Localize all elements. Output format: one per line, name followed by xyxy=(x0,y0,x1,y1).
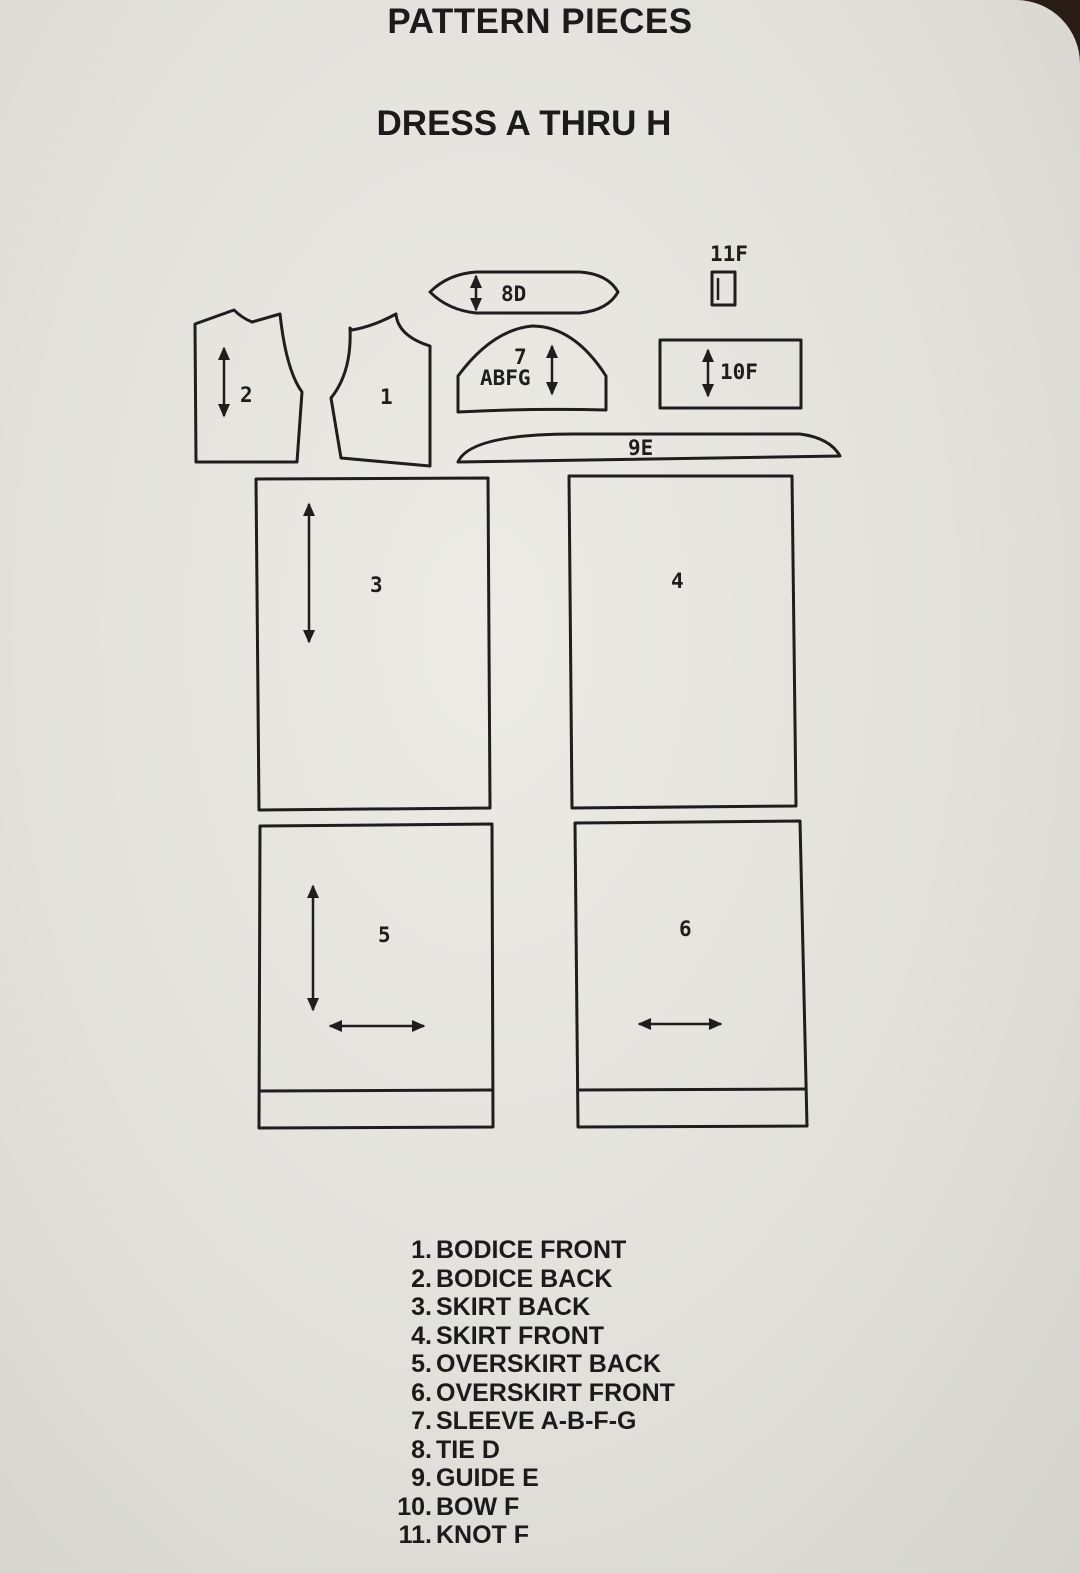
bow-piece: 10F xyxy=(658,338,803,410)
bodice-back-label: 2 xyxy=(240,383,253,407)
knot-outline xyxy=(710,270,737,307)
legend-item: 9.GUIDE E xyxy=(386,1464,675,1493)
knot-label: 11F xyxy=(710,242,748,266)
knot-piece: 11F xyxy=(710,242,748,307)
page-subtitle: DRESS A THRU H xyxy=(376,104,672,143)
overskirt-front-piece: 6 xyxy=(573,819,809,1129)
legend-item: 8.TIE D xyxy=(386,1436,675,1465)
legend-item: 10.BOW F xyxy=(386,1493,675,1522)
overskirt-front-hem-line xyxy=(577,1087,807,1092)
legend-item-text: BODICE FRONT xyxy=(436,1236,627,1264)
skirt-front-piece: 4 xyxy=(567,474,798,810)
legend-item-text: BODICE BACK xyxy=(436,1264,613,1293)
legend-item: 2.BODICE BACK xyxy=(386,1265,675,1294)
overskirt-front-label: 6 xyxy=(679,917,692,941)
sleeve-piece: 7 ABFG xyxy=(456,324,608,414)
legend-item: 11.KNOT F xyxy=(386,1521,675,1550)
legend-item-number: 9. xyxy=(411,1464,432,1492)
legend-item-text: GUIDE E xyxy=(436,1464,539,1492)
overskirt-back-hem-line xyxy=(258,1088,494,1093)
legend-item: 6.OVERSKIRT FRONT xyxy=(386,1379,675,1408)
overskirt-back-outline xyxy=(257,822,495,1130)
bodice-back-piece: 2 xyxy=(193,308,304,464)
legend-item-text: OVERSKIRT FRONT xyxy=(436,1378,675,1407)
tie-label: 8D xyxy=(501,282,526,306)
page-title: PATTERN PIECES xyxy=(387,2,693,41)
bodice-front-outline xyxy=(329,312,432,468)
bodice-front-label: 1 xyxy=(380,385,393,409)
sleeve-outline xyxy=(456,324,608,414)
legend-item-text: SLEEVE A-B-F-G xyxy=(436,1407,637,1435)
legend-item-number: 3. xyxy=(411,1293,432,1321)
legend-item: 3.SKIRT BACK xyxy=(386,1293,675,1322)
legend-item: 4.SKIRT FRONT xyxy=(386,1322,675,1351)
legend-item-number: 1. xyxy=(411,1236,432,1264)
legend-item-number: 10. xyxy=(397,1492,432,1521)
legend-item-text: SKIRT FRONT xyxy=(436,1321,605,1350)
skirt-back-outline xyxy=(254,476,492,812)
guide-piece: 9E xyxy=(456,432,842,464)
tie-piece: 8D xyxy=(428,270,620,315)
legend-item-text: TIE D xyxy=(436,1435,500,1464)
legend-item: 5.OVERSKIRT BACK xyxy=(386,1350,675,1379)
legend-item: 1.BODICE FRONT xyxy=(386,1236,675,1265)
guide-label: 9E xyxy=(628,436,653,460)
legend-item-number: 8. xyxy=(411,1435,432,1464)
legend-item-number: 11. xyxy=(398,1521,432,1549)
legend-item-text: OVERSKIRT BACK xyxy=(436,1350,662,1378)
legend-item-number: 2. xyxy=(411,1264,432,1293)
skirt-back-piece: 3 xyxy=(254,476,492,812)
legend-item: 7.SLEEVE A-B-F-G xyxy=(386,1407,675,1436)
tie-outline xyxy=(428,270,620,315)
legend-item-number: 6. xyxy=(411,1378,432,1407)
sleeve-views-label: ABFG xyxy=(480,366,531,390)
legend-item-text: KNOT F xyxy=(436,1521,530,1549)
legend-item-number: 5. xyxy=(411,1350,432,1378)
overskirt-back-label: 5 xyxy=(378,923,391,947)
skirt-back-label: 3 xyxy=(370,573,383,597)
overskirt-front-outline xyxy=(573,819,809,1129)
skirt-front-outline xyxy=(567,474,798,810)
bodice-front-piece: 1 xyxy=(329,312,432,468)
legend-item-text: SKIRT BACK xyxy=(436,1293,591,1321)
bodice-back-outline xyxy=(193,308,304,464)
guide-outline xyxy=(456,432,842,464)
sleeve-number-label: 7 xyxy=(514,345,527,369)
skirt-front-label: 4 xyxy=(671,569,684,593)
bow-outline xyxy=(658,338,803,410)
overskirt-back-piece: 5 xyxy=(257,822,495,1130)
legend-item-number: 7. xyxy=(411,1407,432,1435)
bow-label: 10F xyxy=(720,360,758,384)
legend-item-text: BOW F xyxy=(436,1492,520,1521)
legend-item-number: 4. xyxy=(411,1321,432,1350)
